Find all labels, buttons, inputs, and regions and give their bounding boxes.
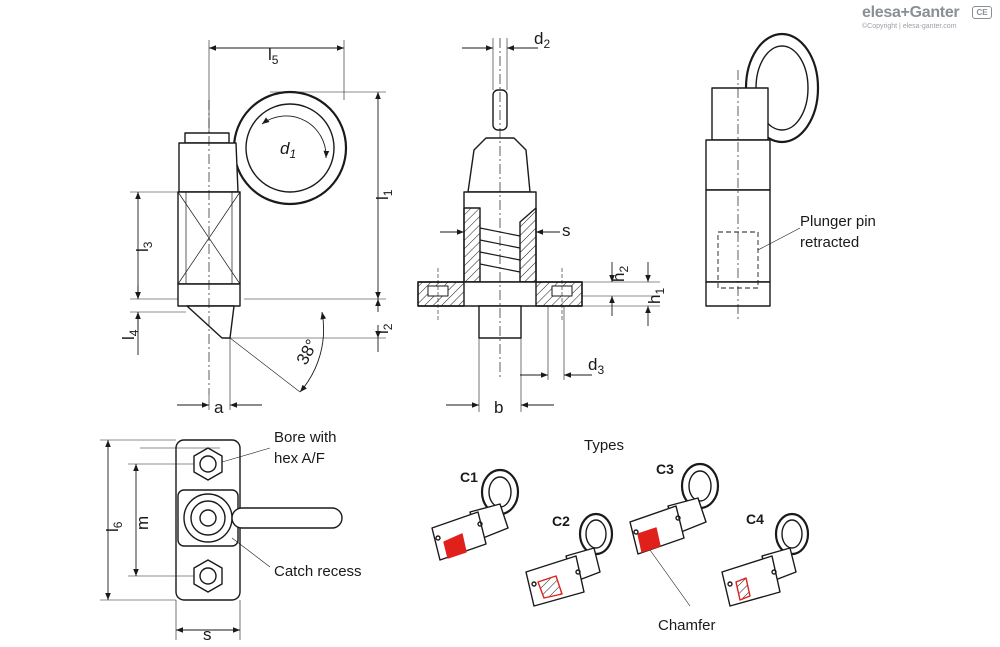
side-view [130, 40, 386, 410]
type-label-c4: C4 [746, 511, 764, 527]
type-label-c1: C1 [460, 469, 478, 485]
brand-logo: elesa+Ganter ©Copyright | elesa-ganter.c… [848, 4, 996, 38]
dim-h2: h2 [609, 266, 631, 282]
type-c1 [431, 468, 520, 561]
section-view [417, 38, 660, 412]
catch-recess-label: Catch recess [274, 563, 362, 580]
brand-name: elesa+Ganter [862, 4, 960, 21]
dim-a: a [214, 398, 224, 417]
dim-l3: l3 [133, 241, 155, 252]
type-c3 [629, 462, 720, 607]
dim-d2: d2 [534, 29, 550, 51]
type-label-c3: C3 [656, 461, 674, 477]
top-view [100, 439, 343, 640]
bore-label-2: hex A/F [274, 450, 325, 467]
dim-l6: l6 [103, 521, 125, 532]
plunger-retracted-label-1: Plunger pin [800, 213, 876, 230]
dim-m: m [133, 516, 152, 530]
type-c4 [721, 512, 810, 607]
dim-s-side: s [562, 221, 571, 240]
dim-h1: h1 [645, 288, 667, 304]
dimension-labels: l5 d1 l1 l3 l4 l2 38° a d2 s h2 h1 d3 b … [103, 29, 667, 644]
dim-d1: d1 [280, 139, 296, 161]
dim-l2: l2 [373, 323, 395, 334]
chamfer-label: Chamfer [658, 617, 716, 634]
type-c2 [525, 512, 614, 607]
plunger-retracted-label-2: retracted [800, 234, 859, 251]
brand-copyright: ©Copyright | elesa-ganter.com [862, 23, 957, 30]
brand-badge: CE [972, 6, 992, 19]
retracted-view [705, 32, 820, 320]
dim-d3: d3 [588, 355, 604, 377]
dim-s-bottom: s [203, 625, 212, 644]
type-labels: C1 C2 C3 C4 [460, 461, 764, 529]
dim-l1: l1 [373, 189, 395, 200]
callout-labels: Plunger pin retracted Bore with hex A/F … [274, 213, 876, 634]
dim-l4: l4 [119, 329, 141, 340]
dim-b: b [494, 398, 503, 417]
types-title: Types [584, 437, 624, 454]
bore-label-1: Bore with [274, 429, 337, 446]
type-label-c2: C2 [552, 513, 570, 529]
dim-l5: l5 [268, 45, 279, 67]
